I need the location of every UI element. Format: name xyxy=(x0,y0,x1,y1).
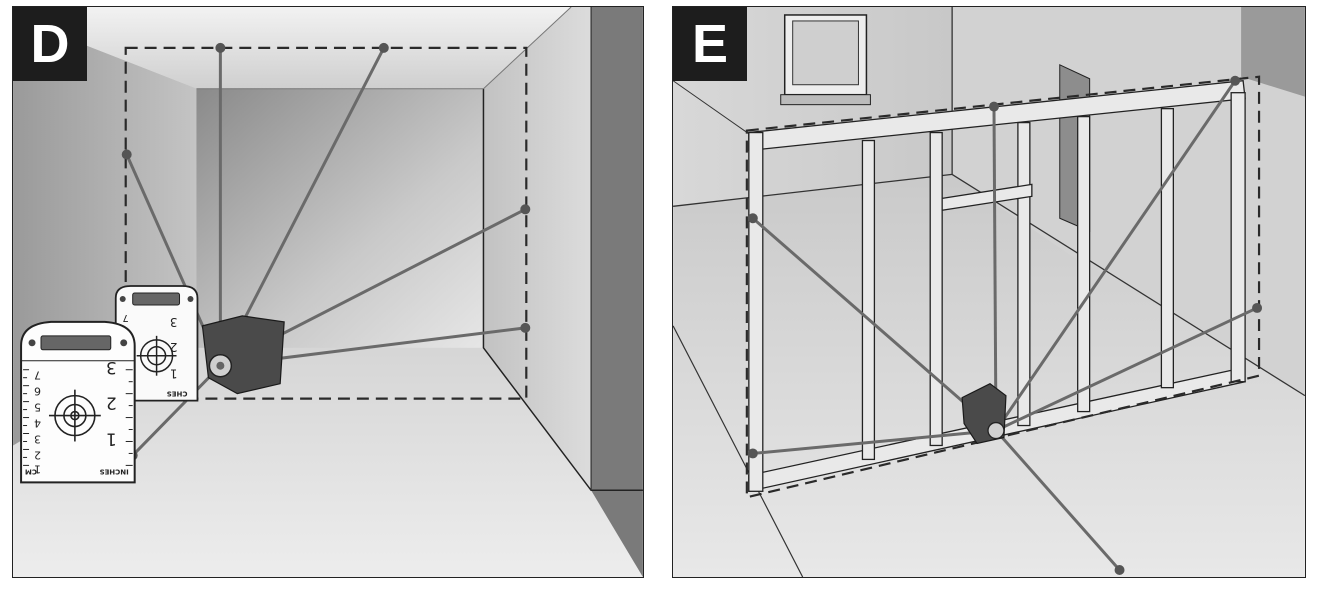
window xyxy=(780,14,871,106)
laser-level-device xyxy=(201,315,285,395)
front-scale-right-1: 1 xyxy=(106,430,117,450)
front-scale-right-2: 2 xyxy=(106,394,117,414)
panel-e-label: E xyxy=(673,7,747,81)
panel-e: E xyxy=(672,6,1306,578)
front-scale-left-1: 1 xyxy=(34,462,41,475)
back-scale-3: 3 xyxy=(170,315,178,329)
laser-level-device xyxy=(961,382,1007,445)
front-scale-left-2: 2 xyxy=(34,448,41,461)
projected-laser-frame xyxy=(745,75,1261,499)
front-scale-right-3: 3 xyxy=(106,358,117,378)
back-scale-1: 1 xyxy=(170,367,178,381)
front-scale-left-6: 6 xyxy=(34,385,41,398)
front-scale-left-3: 3 xyxy=(34,432,41,445)
right-wall-edge xyxy=(591,7,643,577)
front-scale-left-5: 5 xyxy=(34,401,41,414)
ceiling xyxy=(13,7,572,89)
back-inches-label: CHES xyxy=(167,390,188,398)
back-scale-left-7: 7 xyxy=(122,312,128,323)
right-wall xyxy=(483,7,592,491)
stud-wall-illustration xyxy=(673,7,1305,577)
panel-d-label: D xyxy=(13,7,87,81)
beam-endpoints xyxy=(747,75,1263,576)
front-inches-label: INCHES xyxy=(100,467,129,475)
projected-laser-frame xyxy=(124,46,528,400)
back-scale-2: 2 xyxy=(170,340,178,354)
panel-d: D xyxy=(12,6,644,578)
right-wall xyxy=(1241,7,1305,97)
front-scale-left-4: 4 xyxy=(34,417,41,430)
front-scale-left-7: 7 xyxy=(34,369,41,382)
front-cm-label: CM xyxy=(25,467,37,475)
back-wall xyxy=(196,88,484,348)
room-corner-illustration: 3 2 1 7 CHES xyxy=(13,7,643,577)
laser-target-card-back: 3 2 1 7 CHES xyxy=(114,285,199,402)
beam-endpoints xyxy=(121,42,531,461)
laser-target-card-front: 7 6 5 4 3 2 1 3 2 1 INCHES CM xyxy=(20,320,136,484)
laser-beams xyxy=(751,79,1258,572)
